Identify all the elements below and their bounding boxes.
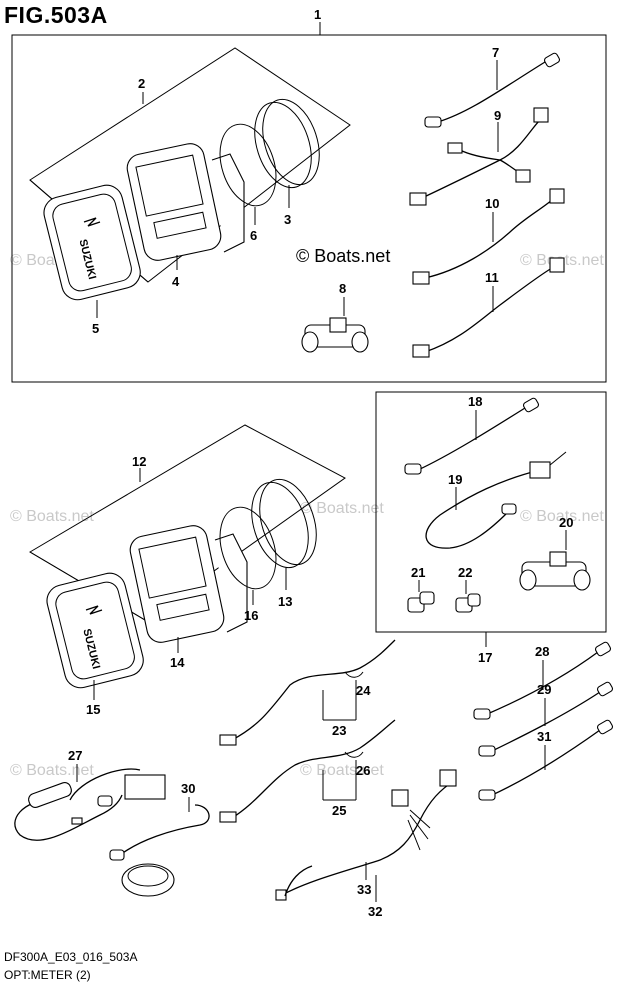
watermark-faint: © Boats.net: [520, 508, 604, 525]
cable-7: [424, 52, 561, 128]
harness-32: [275, 769, 457, 902]
callout-30: 30: [181, 781, 195, 796]
callout-28: 28: [535, 644, 549, 659]
meter-4: [126, 143, 245, 261]
tee-connector-8: [301, 297, 369, 353]
callout-20: 20: [559, 515, 573, 530]
callout-11: 11: [485, 270, 499, 285]
kit-17-frame: [375, 391, 607, 633]
callout-25: 25: [332, 803, 346, 818]
callout-4: 4: [172, 274, 180, 289]
callout-29: 29: [537, 682, 551, 697]
callout-15: 15: [86, 702, 100, 717]
terminator-22: [455, 580, 481, 613]
callout-21: 21: [411, 565, 425, 580]
cable-19: [425, 451, 567, 549]
callout-7: 7: [492, 45, 499, 60]
callout-16: 16: [244, 608, 258, 623]
kit-1-frame: [11, 34, 607, 383]
cable-29: [478, 681, 614, 757]
callout-32: 32: [368, 904, 382, 919]
callout-2: 2: [138, 76, 145, 91]
callout-23: 23: [332, 723, 346, 738]
callout-12: 12: [132, 454, 146, 469]
callout-22: 22: [458, 565, 472, 580]
callout-27: 27: [68, 748, 82, 763]
callout-8: 8: [339, 281, 346, 296]
callout-6: 6: [250, 228, 257, 243]
watermark-faint: © Boats.net: [300, 762, 384, 779]
cover-15: SUZUKI: [46, 572, 144, 689]
callout-13: 13: [278, 594, 292, 609]
callout-9: 9: [494, 108, 501, 123]
figure-title: FIG.503A: [4, 2, 108, 28]
callout-33: 33: [357, 882, 371, 897]
watermark-faint: © Boats.net: [10, 508, 94, 525]
callout-3: 3: [284, 212, 291, 227]
sensor-27: [14, 764, 166, 841]
figure-code: DF300A_E03_016_503A: [4, 950, 138, 964]
cable-18: [404, 397, 540, 475]
callout-1: 1: [314, 7, 321, 22]
callout-19: 19: [448, 472, 462, 487]
callout-24: 24: [356, 683, 371, 698]
cover-5: SUZUKI: [43, 184, 141, 301]
callout-26: 26: [356, 763, 370, 778]
callout-10: 10: [485, 196, 499, 211]
harness-25-26: [219, 719, 396, 823]
watermark-text: © Boats.net: [296, 246, 391, 266]
callout-31: 31: [537, 729, 551, 744]
tee-connector-20: [519, 530, 591, 591]
callout-5: 5: [92, 321, 99, 336]
cable-11: [412, 257, 565, 358]
cable-10: [412, 188, 565, 285]
callout-18: 18: [468, 394, 482, 409]
watermark-faint: © Boats.net: [300, 500, 384, 517]
o-ring-6: [219, 123, 277, 207]
harness-9: [409, 107, 549, 206]
cable-28: [473, 641, 612, 720]
cap-21: [407, 580, 435, 613]
o-ring-16: [219, 506, 277, 590]
nut-13: [251, 478, 317, 569]
cable-31: [478, 719, 614, 801]
figure-name: OPT:METER (2): [4, 968, 91, 982]
nut-3: [254, 98, 320, 189]
callouts: 1 2 3 4 5 6 7 8 9 10 11 12 13 14 15 16 1…: [68, 7, 573, 919]
harness-23-24: [219, 639, 396, 746]
watermark-faint: © Boats.net: [10, 762, 94, 779]
gps-antenna-30: [109, 797, 210, 897]
callout-14: 14: [170, 655, 185, 670]
meter-14: [129, 525, 248, 643]
callout-17: 17: [478, 650, 492, 665]
